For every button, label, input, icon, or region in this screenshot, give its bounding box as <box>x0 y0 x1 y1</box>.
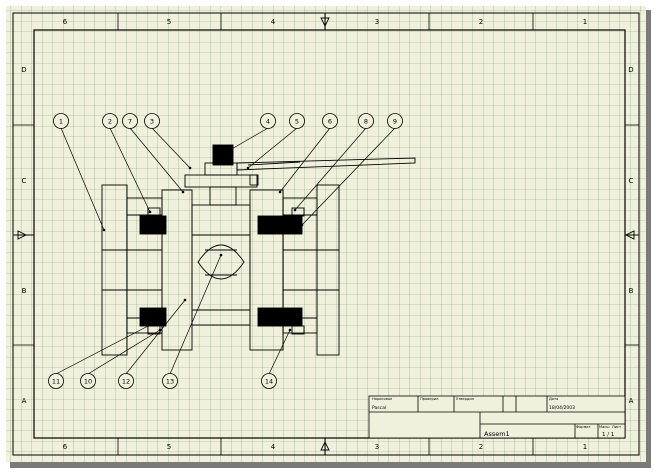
balloon-1 <box>53 113 69 129</box>
balloon-2 <box>102 113 118 129</box>
balloon-label: 13 <box>166 378 174 386</box>
col-label-bottom: 4 <box>271 443 276 451</box>
balloon-label: 8 <box>364 118 368 126</box>
row-label-right: D <box>628 66 633 74</box>
approved-label: Утвердил <box>456 397 474 401</box>
drawing-title: Assem1 <box>484 430 510 438</box>
sheet-value: 1 / 1 <box>602 432 614 438</box>
checked-label: Проверил <box>420 397 438 401</box>
leader-lines <box>55 127 396 375</box>
col-label-top: 4 <box>271 18 276 26</box>
balloon-label: 7 <box>128 118 132 126</box>
sheet-label: Лист <box>612 425 621 429</box>
row-label-left: C <box>22 177 27 185</box>
inner-frame <box>33 29 626 439</box>
col-label-top: 2 <box>479 18 483 26</box>
format-label: Формат <box>576 425 591 429</box>
balloon-label: 5 <box>295 118 299 126</box>
balloon-label: 12 <box>122 378 130 386</box>
balloon-label: 11 <box>52 378 60 386</box>
row-label-left: B <box>22 287 27 295</box>
balloon-12 <box>118 373 134 389</box>
date-label: Дата <box>549 397 558 401</box>
row-label-left: D <box>21 66 26 74</box>
balloon-label: 9 <box>393 118 397 126</box>
leader-dots <box>102 148 304 332</box>
row-label-left: A <box>22 397 27 405</box>
balloon-8 <box>358 113 374 129</box>
balloon-label: 2 <box>108 118 112 126</box>
outer-frame <box>12 12 640 456</box>
col-label-bottom: 3 <box>375 443 379 451</box>
balloon-label: 1 <box>59 118 63 126</box>
row-label-right: C <box>629 177 634 185</box>
col-label-bottom: 6 <box>63 443 68 451</box>
col-label-bottom: 5 <box>167 443 171 451</box>
balloon-label: 4 <box>266 118 270 126</box>
balloon-label: 6 <box>328 118 332 126</box>
balloon-13 <box>162 373 178 389</box>
col-label-bottom: 1 <box>583 443 587 451</box>
balloon-11 <box>48 373 64 389</box>
balloon-4 <box>260 113 276 129</box>
balloon-3 <box>144 113 160 129</box>
balloon-6 <box>322 113 338 129</box>
balloon-5 <box>289 113 305 129</box>
balloon-7 <box>122 113 138 129</box>
balloon-14 <box>261 373 277 389</box>
balloon-label: 3 <box>150 118 154 126</box>
scale-label: Масш <box>599 425 610 429</box>
valve-assembly-drawing <box>101 144 416 356</box>
drawn-by-label: Нарисовал <box>372 397 392 401</box>
balloon-label: 10 <box>84 378 92 386</box>
balloon-9 <box>387 113 403 129</box>
col-label-top: 6 <box>63 18 68 26</box>
row-label-right: B <box>629 287 634 295</box>
sheet-grid <box>6 6 646 462</box>
row-label-right: A <box>629 397 634 405</box>
col-label-top: 1 <box>583 18 587 26</box>
balloon-label: 14 <box>265 378 273 386</box>
date-value: 18/04/2003 <box>549 405 575 411</box>
col-label-top: 5 <box>167 18 171 26</box>
drawn-by-value: Pascal <box>372 405 386 411</box>
col-label-bottom: 2 <box>479 443 483 451</box>
col-label-top: 3 <box>375 18 379 26</box>
title-block <box>368 395 626 439</box>
balloon-10 <box>80 373 96 389</box>
centering-marks <box>14 14 638 455</box>
